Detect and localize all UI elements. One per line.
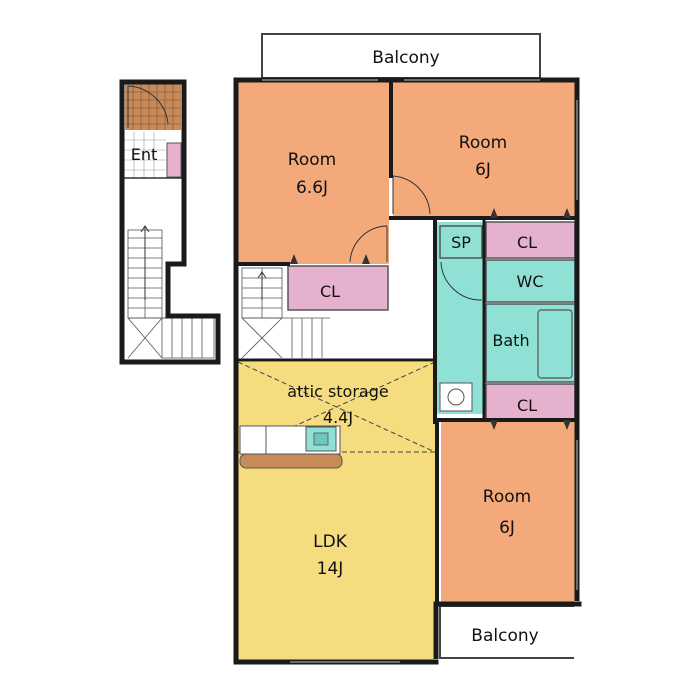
room-lower-right-name: Room	[483, 487, 531, 507]
balcony-top	[261, 33, 541, 79]
sp-label: SP	[451, 233, 471, 252]
room-upper-right-name: Room	[459, 133, 507, 153]
room-upper-right	[393, 82, 575, 218]
balcony-bottom-label: Balcony	[471, 626, 538, 646]
wash-basin	[439, 382, 473, 412]
entry-floor	[125, 84, 181, 130]
room-right-door-swing	[392, 175, 431, 215]
room-left-door-swing	[349, 225, 388, 263]
entrance-stair-block: Ent	[119, 79, 221, 365]
wc-label: WC	[517, 272, 544, 291]
room-upper-left-name: Room	[288, 150, 336, 170]
shoe-closet	[166, 142, 182, 178]
wc	[485, 259, 576, 303]
closet-top-label: CL	[517, 233, 537, 252]
balcony-top-label: Balcony	[372, 48, 439, 68]
entrance-label: Ent	[131, 145, 158, 164]
hallway	[389, 218, 435, 360]
washroom-door-swing	[440, 261, 483, 301]
ldk	[238, 362, 435, 660]
closet-mid-label: CL	[517, 396, 537, 415]
closet-top	[485, 221, 576, 259]
balcony-bottom	[439, 605, 577, 659]
room-upper-left-size: 6.6J	[296, 178, 328, 198]
closet-left	[287, 265, 389, 311]
room-lower-right	[441, 422, 575, 604]
room-lower-right-size: 6J	[499, 518, 515, 538]
bathtub	[537, 309, 573, 379]
room-upper-right-size: 6J	[475, 160, 491, 180]
room-upper-left	[238, 82, 389, 264]
attic-storage-label: attic storage	[287, 382, 388, 401]
sp-cabinet	[439, 225, 483, 259]
attic-storage-size: 4.4J	[323, 408, 353, 427]
bath-label: Bath	[492, 331, 529, 350]
ldk-size: 14J	[317, 559, 344, 579]
entry-door-swing	[127, 85, 169, 128]
ldk-label: LDK	[313, 532, 348, 552]
kitchen-counter	[239, 425, 343, 469]
closet-left-label: CL	[320, 282, 340, 301]
